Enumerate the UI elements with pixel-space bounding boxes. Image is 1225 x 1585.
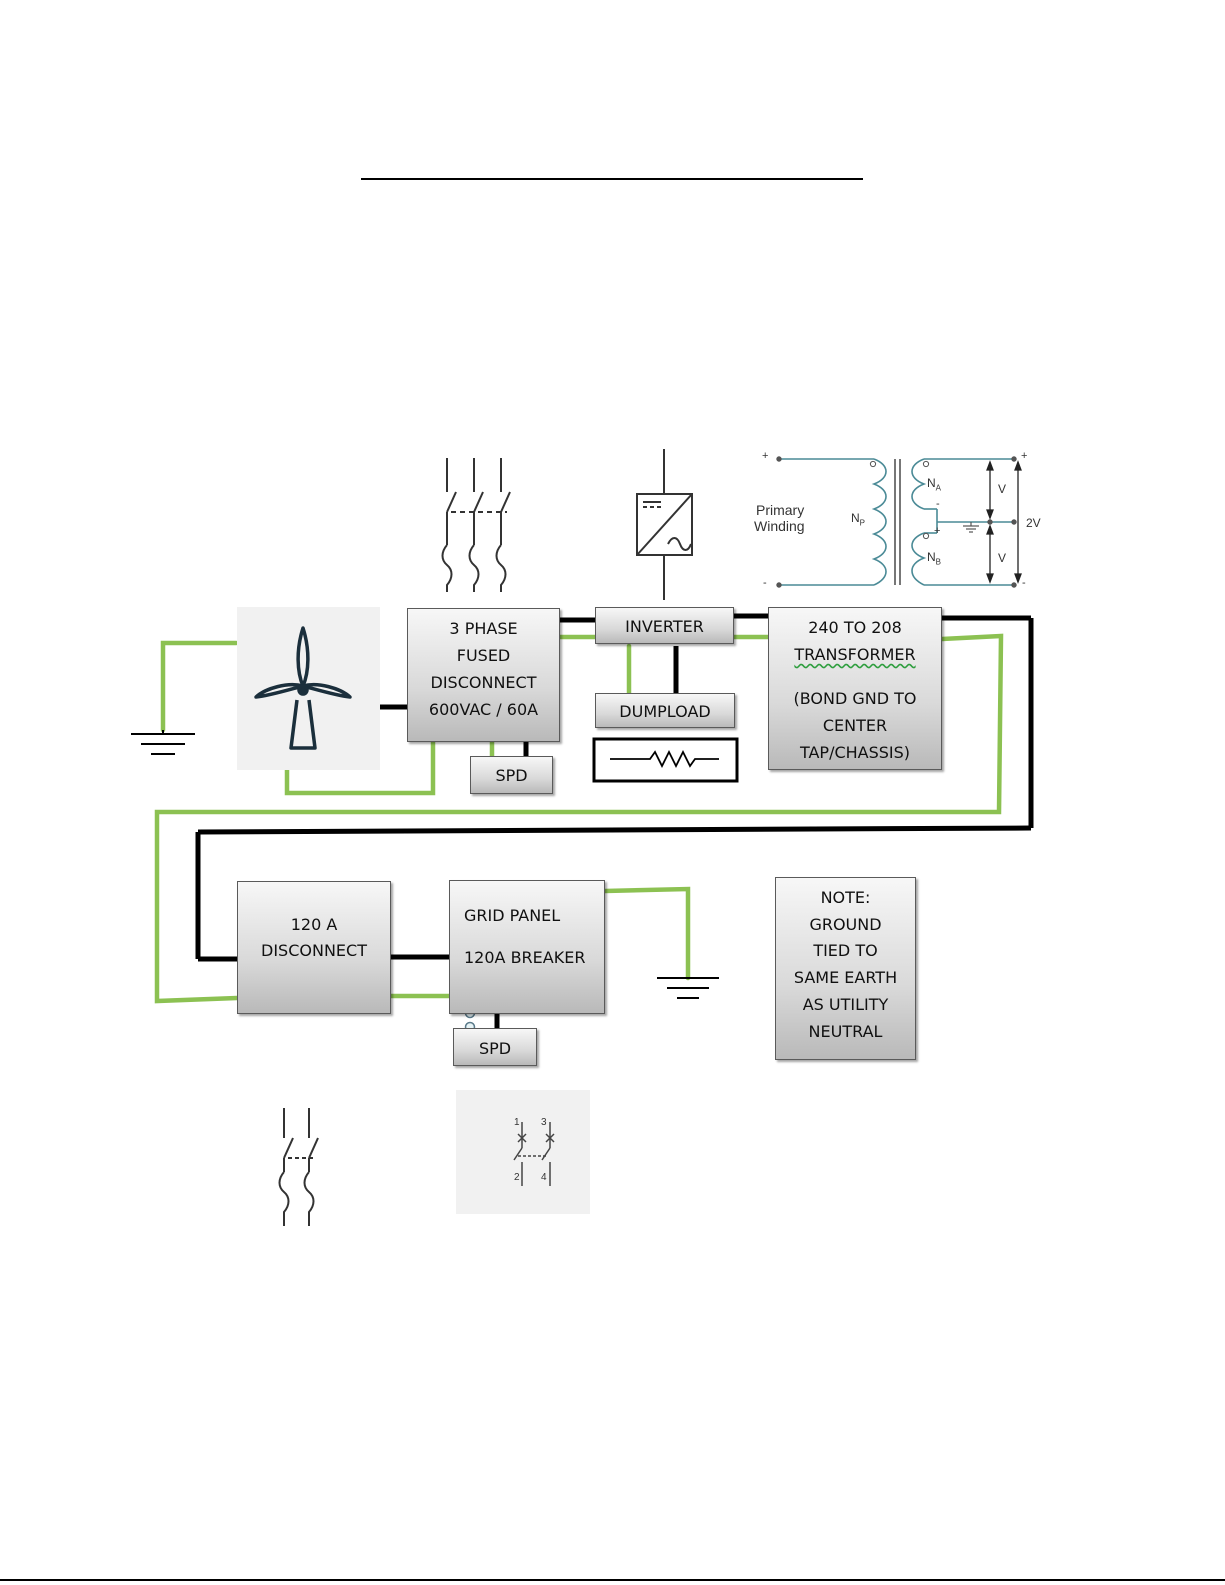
- fused-disconnect-block: 3 PHASE FUSED DISCONNECT 600VAC / 60A: [407, 608, 560, 742]
- block-line: AS UTILITY: [776, 995, 915, 1014]
- block-line: NEUTRAL: [776, 1022, 915, 1041]
- disconnect-120a-block: 120 A DISCONNECT: [237, 881, 391, 1014]
- page-bottom-border: [0, 1579, 1225, 1581]
- na-minus: -: [936, 498, 940, 510]
- inverter-icon: [637, 449, 692, 600]
- secondary-minus: -: [1022, 577, 1026, 589]
- block-line: (BOND GND TO: [769, 689, 941, 708]
- center-tap-transformer-icon: [779, 459, 1014, 585]
- grid-panel-block: GRID PANEL 120A BREAKER: [449, 880, 605, 1014]
- block-line: 600VAC / 60A: [408, 700, 559, 719]
- block-line: INVERTER: [596, 617, 733, 636]
- dumpload-block: DUMPLOAD: [595, 693, 735, 728]
- primary-minus: -: [763, 577, 767, 589]
- two-pole-fuse-icon: [280, 1108, 319, 1226]
- block-line: DUMPLOAD: [596, 702, 734, 721]
- block-line: TIED TO: [776, 941, 915, 960]
- ground-symbol-icon: [657, 978, 719, 998]
- breaker-pin-4: 4: [541, 1172, 547, 1183]
- block-line: SPD: [471, 766, 552, 785]
- breaker-pin-2: 2: [514, 1172, 520, 1183]
- breaker-pin-1: 1: [514, 1117, 520, 1128]
- primary-winding-label: Primary: [756, 502, 804, 518]
- primary-plus: +: [762, 450, 768, 462]
- v-total-label: 2V: [1026, 516, 1041, 530]
- block-line: GROUND: [776, 915, 915, 934]
- spd-bottom-block: SPD: [453, 1028, 537, 1066]
- spd-top-block: SPD: [470, 756, 553, 794]
- np-label: NP: [851, 511, 865, 527]
- block-line: TAP/CHASSIS): [769, 743, 941, 762]
- block-line: SAME EARTH: [776, 968, 915, 987]
- block-line: TRANSFORMER: [769, 645, 941, 664]
- three-pole-fuse-icon: [443, 458, 511, 592]
- ground-symbol-icon: [131, 730, 195, 754]
- nb-label: NB: [927, 550, 941, 566]
- note-block: NOTE: GROUND TIED TO SAME EARTH AS UTILI…: [775, 877, 916, 1060]
- block-line: SPD: [454, 1039, 536, 1058]
- block-line: 3 PHASE: [408, 619, 559, 638]
- v-lower-label: V: [998, 551, 1006, 565]
- breaker-icon-background: [456, 1090, 590, 1214]
- breaker-pin-3: 3: [541, 1117, 547, 1128]
- block-line: GRID PANEL: [464, 906, 604, 925]
- primary-winding-label: Winding: [754, 518, 805, 534]
- block-line: FUSED: [408, 646, 559, 665]
- v-upper-label: V: [998, 482, 1006, 496]
- transformer-block: 240 TO 208 TRANSFORMER (BOND GND TO CENT…: [768, 607, 942, 770]
- na-label: NA: [927, 476, 941, 492]
- transformer-ground-icon: [963, 522, 979, 532]
- nb-plus: +: [934, 525, 940, 537]
- secondary-plus: +: [1021, 450, 1027, 462]
- resistor-icon: [594, 739, 737, 781]
- inverter-block: INVERTER: [595, 607, 734, 644]
- block-line: 240 TO 208: [769, 618, 941, 637]
- block-line: CENTER: [769, 716, 941, 735]
- block-line: 120A BREAKER: [464, 948, 604, 967]
- block-line: DISCONNECT: [238, 941, 390, 960]
- block-line: DISCONNECT: [408, 673, 559, 692]
- block-line: NOTE:: [776, 888, 915, 907]
- block-line: 120 A: [238, 915, 390, 934]
